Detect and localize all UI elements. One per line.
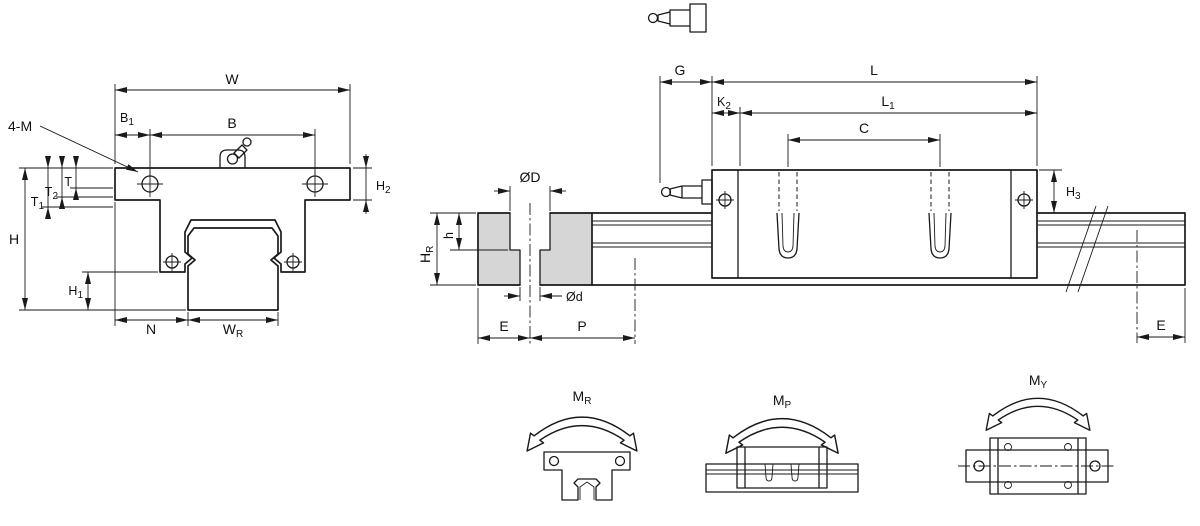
block-mounting-hole: [928, 172, 952, 259]
dim-l: L: [712, 62, 1038, 166]
dim-p: P: [530, 258, 636, 344]
dim-g: G: [659, 62, 713, 183]
mounting-hole-icon: [137, 171, 163, 197]
carriage-block-side: [711, 169, 1038, 279]
moment-mp: MP: [705, 392, 859, 493]
dim-label-t: T: [64, 175, 72, 189]
dim-label-l: L: [870, 62, 878, 78]
curved-arrow-icon: [725, 417, 839, 454]
dim-e-mid: E: [477, 288, 530, 344]
dim-label-wr: WR: [223, 321, 243, 340]
dim-h1: H1: [68, 271, 158, 310]
dim-e-right: E: [1136, 230, 1186, 343]
counterbore-hole: [509, 213, 551, 285]
dim-label-t2: T2: [45, 185, 59, 202]
dim-l1: L1: [740, 93, 1037, 116]
block-mounting-hole: [776, 172, 800, 259]
rail-side: [591, 205, 1186, 293]
dim-label-h2: H2: [376, 179, 391, 196]
endcap-port-icon: [1015, 191, 1033, 209]
dim-label-4m: 4-M: [8, 118, 32, 134]
curved-arrow-icon: [985, 397, 1091, 431]
rail-break-lines: [1065, 205, 1109, 293]
grease-nipple-top-icon: [647, 3, 707, 33]
callout-4m: 4-M: [8, 118, 139, 173]
dim-label-l1: L1: [881, 93, 895, 112]
carriage-block-front-outline: [114, 167, 351, 273]
dim-label-depth: h: [442, 232, 456, 239]
dim-b1: B1: [115, 111, 150, 138]
moment-diagrams: MR MP MY: [526, 372, 1116, 501]
mounting-hole-icon: [302, 171, 328, 197]
dim-n: N: [114, 202, 279, 337]
endcap-port-icon: [716, 191, 734, 209]
mini-side-view: [705, 446, 859, 493]
dim-k2: K2: [712, 95, 741, 166]
dim-c: C: [787, 120, 941, 167]
dim-label-h1: H1: [68, 284, 83, 301]
dim-t: T: [64, 156, 113, 200]
moment-label-my: MY: [1029, 372, 1048, 391]
moment-my: MY: [958, 372, 1116, 495]
dim-label-p: P: [577, 318, 586, 334]
endcap-screw-icon: [163, 253, 181, 271]
curved-arrow-icon: [526, 416, 638, 452]
rail-section-border: [477, 212, 593, 286]
dim-h3: H3: [1039, 169, 1081, 214]
dim-t1: T1: [31, 156, 113, 219]
dim-label-w: W: [225, 71, 239, 87]
mini-top-view: [958, 437, 1116, 495]
dim-label-h3: H3: [1066, 185, 1081, 202]
dim-t2: T2: [45, 156, 113, 209]
dim-b: B: [149, 115, 316, 175]
mini-front-view: [543, 451, 631, 501]
dim-wr: WR: [188, 317, 278, 340]
rail-section-fill: [478, 213, 592, 285]
dim-label-k2: K2: [717, 95, 731, 112]
dim-hr: HR: [417, 213, 476, 286]
rail-hole-section: ØD h HR Ød E: [417, 169, 636, 344]
dim-label-hr: HR: [417, 246, 436, 263]
rail-profile-front: [187, 227, 279, 311]
dim-label-c: C: [859, 120, 869, 136]
dim-label-n: N: [146, 321, 156, 337]
side-view: G L K2 L1 C: [591, 3, 1186, 343]
front-view: W B B1 4-M H2: [8, 71, 391, 340]
dim-h: H: [9, 167, 186, 311]
grease-nipple-front-icon: [219, 137, 252, 168]
dim-od-major: ØD: [494, 169, 566, 211]
dim-label-g: G: [675, 62, 686, 78]
dim-label-h: H: [9, 231, 19, 247]
dim-h2: H2: [353, 154, 391, 214]
dim-label-e-mid: E: [499, 318, 508, 334]
dim-label-t1: T1: [31, 195, 45, 212]
dim-label-b: B: [227, 115, 236, 131]
dim-od-minor: Ød: [504, 287, 583, 304]
moment-label-mr: MR: [573, 388, 592, 407]
endcap-screw-icon: [284, 253, 302, 271]
grease-nipple-side-icon: [660, 179, 713, 205]
dim-w: W: [114, 71, 351, 164]
dim-label-od-major: ØD: [520, 169, 541, 185]
moment-mr: MR: [526, 388, 638, 501]
dim-label-b1: B1: [120, 111, 134, 128]
dim-label-od-minor: Ød: [566, 290, 583, 304]
moment-label-mp: MP: [773, 392, 792, 411]
dim-label-e-right: E: [1156, 317, 1165, 333]
